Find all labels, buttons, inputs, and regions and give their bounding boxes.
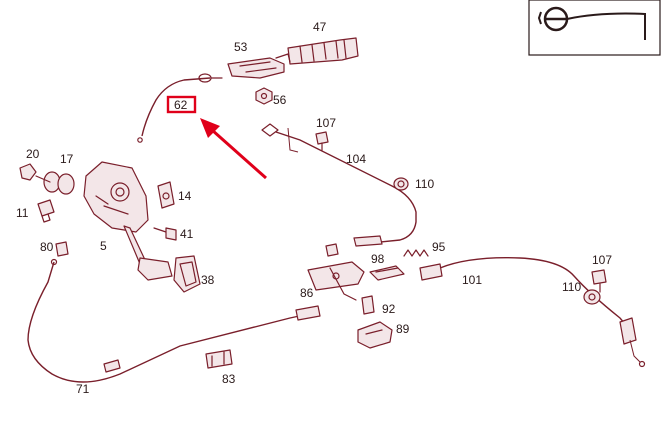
label-107-right[interactable]: 107 <box>592 253 612 267</box>
label-62[interactable]: 62 <box>174 98 188 112</box>
label-83[interactable]: 83 <box>222 372 236 386</box>
label-110-right[interactable]: 110 <box>562 280 581 294</box>
highlight-62 <box>166 95 267 180</box>
part-14-bracket[interactable] <box>157 181 175 209</box>
part-110-bushing-top[interactable] <box>393 177 409 191</box>
part-20-clip[interactable] <box>19 163 37 181</box>
part-107-bolt-top[interactable] <box>315 131 329 151</box>
part-56-nut[interactable] <box>255 87 273 105</box>
part-101-cable[interactable] <box>419 257 646 368</box>
part-83-clip[interactable] <box>205 349 233 369</box>
label-86[interactable]: 86 <box>300 286 314 300</box>
part-41-bolt[interactable] <box>153 227 177 241</box>
label-14[interactable]: 14 <box>178 189 192 203</box>
label-41[interactable]: 41 <box>180 227 194 241</box>
label-20[interactable]: 20 <box>26 147 40 161</box>
label-17[interactable]: 17 <box>60 152 74 166</box>
part-98-plate[interactable] <box>369 265 405 281</box>
label-38[interactable]: 38 <box>201 273 215 287</box>
part-53-bracket[interactable] <box>227 53 291 79</box>
part-110-bushing-right[interactable] <box>583 289 601 305</box>
part-80-bushing[interactable] <box>55 241 69 257</box>
part-62-cable[interactable] <box>137 73 223 143</box>
label-5[interactable]: 5 <box>100 239 107 253</box>
label-11[interactable]: 11 <box>16 206 29 220</box>
part-92-bolt[interactable] <box>361 295 375 315</box>
part-104-cable[interactable] <box>261 123 417 257</box>
part-89-bracket[interactable] <box>357 321 393 349</box>
label-104[interactable]: 104 <box>346 152 366 166</box>
label-89[interactable]: 89 <box>396 322 410 336</box>
part-86-lever[interactable] <box>307 261 365 301</box>
part-labels: 47 53 56 62 107 104 110 20 17 14 11 41 8… <box>16 20 612 396</box>
label-95[interactable]: 95 <box>432 240 446 254</box>
label-71[interactable]: 71 <box>76 382 90 396</box>
part-17-bushing[interactable] <box>35 171 75 195</box>
part-95-spring[interactable] <box>403 249 429 257</box>
part-38-pedal-pad[interactable] <box>173 255 201 293</box>
inset-box <box>528 0 661 56</box>
part-47-connector[interactable] <box>287 37 359 65</box>
label-110-top[interactable]: 110 <box>415 177 434 191</box>
label-107-top[interactable]: 107 <box>316 116 336 130</box>
label-56[interactable]: 56 <box>273 93 287 107</box>
label-98[interactable]: 98 <box>371 252 385 266</box>
label-53[interactable]: 53 <box>234 40 248 54</box>
label-80[interactable]: 80 <box>40 240 54 254</box>
label-101[interactable]: 101 <box>462 273 482 287</box>
part-11-stop[interactable] <box>37 199 55 223</box>
label-47[interactable]: 47 <box>313 20 327 34</box>
part-71-cable[interactable] <box>27 258 321 383</box>
label-92[interactable]: 92 <box>382 302 396 316</box>
part-5-pedal-assembly[interactable] <box>83 161 173 281</box>
part-107-bolt-right[interactable] <box>591 269 607 293</box>
